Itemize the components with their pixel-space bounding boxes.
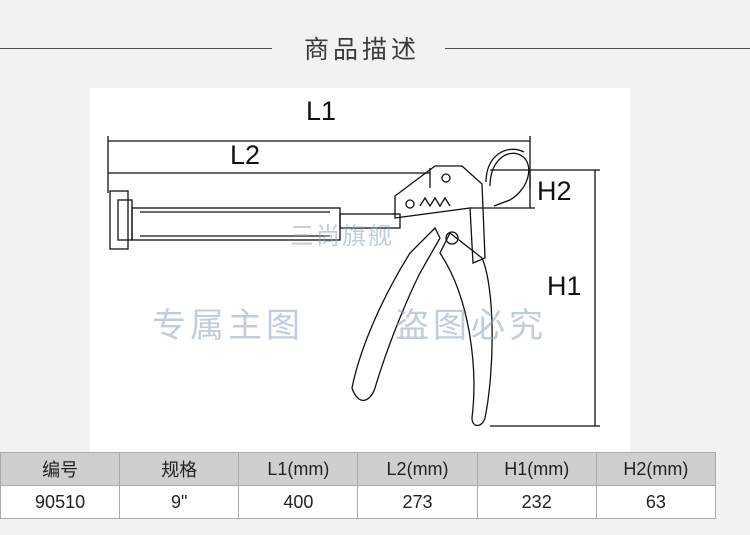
cell-l2: 273 xyxy=(357,485,478,519)
caulking-gun-drawing xyxy=(107,136,600,427)
header-cell-size: 规格 xyxy=(119,452,240,486)
cell-size: 9" xyxy=(119,485,240,519)
hook xyxy=(489,152,530,207)
header-cell-l1: L1(mm) xyxy=(238,452,359,486)
cell-h1: 232 xyxy=(476,485,597,519)
cell-code: 90510 xyxy=(0,485,121,519)
header-cell-h2: H2(mm) xyxy=(595,452,717,486)
watermark-left: 专属主图 xyxy=(152,306,304,346)
section-header: 商品描述 xyxy=(0,28,750,68)
dimension-label-h1: H1 xyxy=(547,271,582,301)
end-cap xyxy=(109,190,129,250)
frame xyxy=(394,165,486,264)
watermark-shop: 三尚旗舰 xyxy=(290,222,394,250)
dimension-label-h2: H2 xyxy=(537,176,572,206)
plunger-rod xyxy=(339,213,401,229)
table-row: 90510 9" 400 273 232 63 xyxy=(0,485,717,519)
dimension-label-l2: L2 xyxy=(230,140,261,170)
trigger xyxy=(439,231,493,427)
header-cell-l2: L2(mm) xyxy=(357,452,478,486)
dimension-label-l1: L1 xyxy=(306,96,337,126)
header-rule-left xyxy=(0,48,272,49)
spring xyxy=(419,196,451,208)
header-cell-h1: H1(mm) xyxy=(476,452,597,486)
cell-l1: 400 xyxy=(238,485,359,519)
header-rule-right xyxy=(445,48,750,49)
header-cell-code: 编号 xyxy=(0,452,121,486)
spec-table: 编号 规格 L1(mm) L2(mm) H1(mm) H2(mm) 90510 … xyxy=(0,452,717,519)
cell-h2: 63 xyxy=(595,485,717,519)
section-title: 商品描述 xyxy=(303,35,420,64)
spec-table-header: 编号 规格 L1(mm) L2(mm) H1(mm) H2(mm) xyxy=(0,452,717,486)
grip-handle xyxy=(351,226,441,402)
product-diagram: 三尚旗舰 专属主图 盗图必究 L1 L2 H2 H1 xyxy=(90,88,630,453)
watermark-right: 盗图必究 xyxy=(395,306,547,346)
